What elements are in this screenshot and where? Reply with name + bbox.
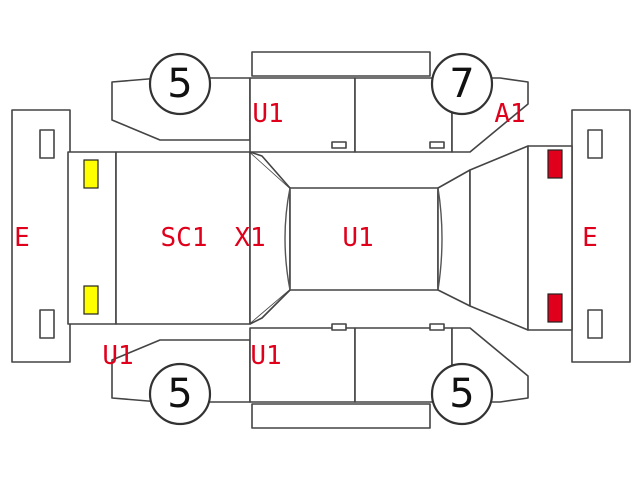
- tire-front-bottom-label: 5: [449, 371, 474, 417]
- tire-rear-bottom-label: 5: [167, 371, 192, 417]
- code-rear-door-bottom: U1: [250, 341, 281, 371]
- tire-rear-left: 5: [148, 52, 212, 116]
- bottom-side-body: [111, 323, 529, 429]
- code-front-bumper: E: [582, 223, 598, 253]
- rear-lamp-lower-marker: [83, 285, 99, 315]
- front-lamp-lower-marker: [547, 293, 563, 323]
- code-front-fender-top: A1: [494, 99, 525, 129]
- code-rear-bumper: E: [14, 223, 30, 253]
- tire-front-top-label: 7: [449, 61, 474, 107]
- tire-rear-left-label: 5: [167, 61, 192, 107]
- code-top-doors: U1: [252, 99, 283, 129]
- front-bumper: [571, 109, 631, 363]
- code-trunk: SC1: [161, 223, 208, 253]
- code-rear-glass: X1: [234, 223, 265, 253]
- top-view-body: [67, 145, 573, 331]
- code-rear-quarter-bottom: U1: [102, 341, 133, 371]
- code-roof: U1: [342, 223, 373, 253]
- tire-front-top: 7: [430, 52, 494, 116]
- rear-bumper: [11, 109, 71, 363]
- tire-front-bottom: 5: [430, 362, 494, 426]
- front-lamp-upper-marker: [547, 149, 563, 179]
- tire-rear-bottom: 5: [148, 362, 212, 426]
- rear-lamp-upper-marker: [83, 159, 99, 189]
